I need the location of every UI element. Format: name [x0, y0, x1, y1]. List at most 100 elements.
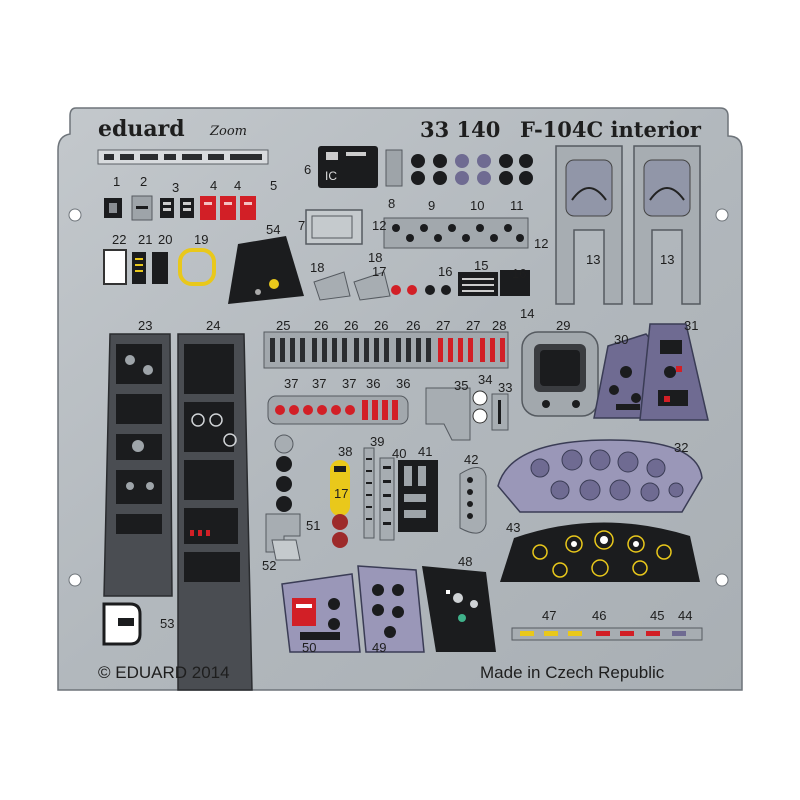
- part-number-label: 26: [374, 318, 388, 333]
- part-number-label: 49: [372, 640, 386, 655]
- part-number-label: 3: [172, 180, 179, 195]
- part-number-label: 32: [674, 440, 688, 455]
- part-number-label: 5: [270, 178, 277, 193]
- part-number-label: 33: [498, 380, 512, 395]
- part-number-label: 13: [586, 252, 600, 267]
- part-number-label: 6: [304, 162, 311, 177]
- product-name: F-104C interior: [520, 117, 702, 142]
- part-7-frame: [305, 209, 363, 245]
- part-38-lamp-column: [330, 460, 350, 548]
- part-number-label: 29: [556, 318, 570, 333]
- part-number-label: 31: [684, 318, 698, 333]
- part-number-label: 15: [474, 258, 488, 273]
- part-32-instrument-panel: [497, 439, 703, 513]
- part-20-panel: [152, 252, 168, 284]
- part-number-label: 20: [158, 232, 172, 247]
- part-number-label: 12: [372, 218, 386, 233]
- part-number-label: 19: [194, 232, 208, 247]
- part-number-label: 23: [138, 318, 152, 333]
- part-number-label: 1: [113, 174, 120, 189]
- part-number-label: 42: [464, 452, 478, 467]
- part-number-label: 36: [396, 376, 410, 391]
- part-number-label: 26: [406, 318, 420, 333]
- part-14-panel: [500, 270, 530, 296]
- part-number-label: 37: [312, 376, 326, 391]
- part-52-tab: [271, 539, 301, 561]
- part-8-levers: [385, 149, 403, 187]
- part-6-panel: IC: [318, 146, 378, 188]
- part-tabs-44-47: [511, 627, 703, 641]
- part-number-label: 4: [234, 178, 241, 193]
- part-number-label: 27: [436, 318, 450, 333]
- part-number-label: 8: [388, 196, 395, 211]
- origin-text: Made in Czech Republic: [480, 663, 665, 682]
- part-number-label: 30: [614, 332, 628, 347]
- part-number-label: 18: [368, 250, 382, 265]
- product-code: 33 140: [420, 117, 500, 142]
- part-number-label: 17: [372, 264, 386, 279]
- part-number-label: 45: [650, 608, 664, 623]
- part-50-console: [281, 573, 361, 653]
- part-48-console: [422, 566, 496, 652]
- part-number-label: 44: [678, 608, 692, 623]
- part-number-label: 36: [366, 376, 380, 391]
- part-number-label: 21: [138, 232, 152, 247]
- part-29-radar-scope: [521, 331, 599, 417]
- part-21-panel: [132, 252, 146, 284]
- part-number-label: 2: [140, 174, 147, 189]
- part-12-strip: [383, 217, 529, 249]
- zoom-mark: Zoom: [209, 124, 247, 139]
- brand-logo-text: eduard: [98, 116, 185, 142]
- part-49-console: [357, 565, 425, 653]
- part-22-placard: [103, 249, 127, 285]
- part-40-strip: [379, 457, 395, 541]
- part-number-label: 50: [302, 640, 316, 655]
- part-number-label: 37: [342, 376, 356, 391]
- part-number-label: 28: [492, 318, 506, 333]
- part-number-label: 16: [438, 264, 452, 279]
- part-number-label: 27: [466, 318, 480, 333]
- part-number-label: 43: [506, 520, 520, 535]
- part-13-seat-left: [555, 145, 623, 305]
- mounting-hole-left: [68, 208, 82, 222]
- part-number-label: 17: [334, 486, 348, 501]
- part-number-label: 48: [458, 554, 472, 569]
- part-number-label: 35: [454, 378, 468, 393]
- part-number-label: 41: [418, 444, 432, 459]
- part-number-label: 10: [470, 198, 484, 213]
- part-54-panel: [228, 236, 304, 304]
- part-number-label: 9: [428, 198, 435, 213]
- part-number-label: 51: [306, 518, 320, 533]
- part-number-label: 39: [370, 434, 384, 449]
- part-19-handle: [178, 248, 216, 286]
- part-small-switches: [104, 195, 256, 221]
- part-number-label: 18: [310, 260, 324, 275]
- part-number-label: 40: [392, 446, 406, 461]
- part-number-label: 25: [276, 318, 290, 333]
- part-number-label: 34: [478, 372, 492, 387]
- part-number-label: 37: [284, 376, 298, 391]
- part-number-label: 12: [534, 236, 548, 251]
- part-number-label: 24: [206, 318, 220, 333]
- part-red-switches-36-37: [267, 395, 409, 425]
- part-number-label: 26: [344, 318, 358, 333]
- part-13-seat-right: [633, 145, 701, 305]
- part-39-strip: [363, 447, 375, 539]
- part-dial-row: [411, 154, 533, 185]
- copyright-text: © EDUARD 2014: [98, 663, 230, 682]
- part-number-label: 11: [510, 198, 524, 213]
- part-number-label: 14: [520, 306, 534, 321]
- part-number-label: 54: [266, 222, 280, 237]
- part-34-indicators: [472, 390, 488, 424]
- part-number-label: 26: [314, 318, 328, 333]
- mounting-hole-right-low: [715, 573, 729, 587]
- mounting-hole-right: [715, 208, 729, 222]
- part-43-lower-instrument-panel: [500, 522, 700, 582]
- part-number-label: 22: [112, 232, 126, 247]
- mounting-hole-left-low: [68, 573, 82, 587]
- part-number-label: 16: [512, 266, 526, 281]
- svg-text:IC: IC: [325, 169, 337, 183]
- part-16-17-discs: [274, 434, 294, 512]
- part-18-brackets: [313, 271, 391, 301]
